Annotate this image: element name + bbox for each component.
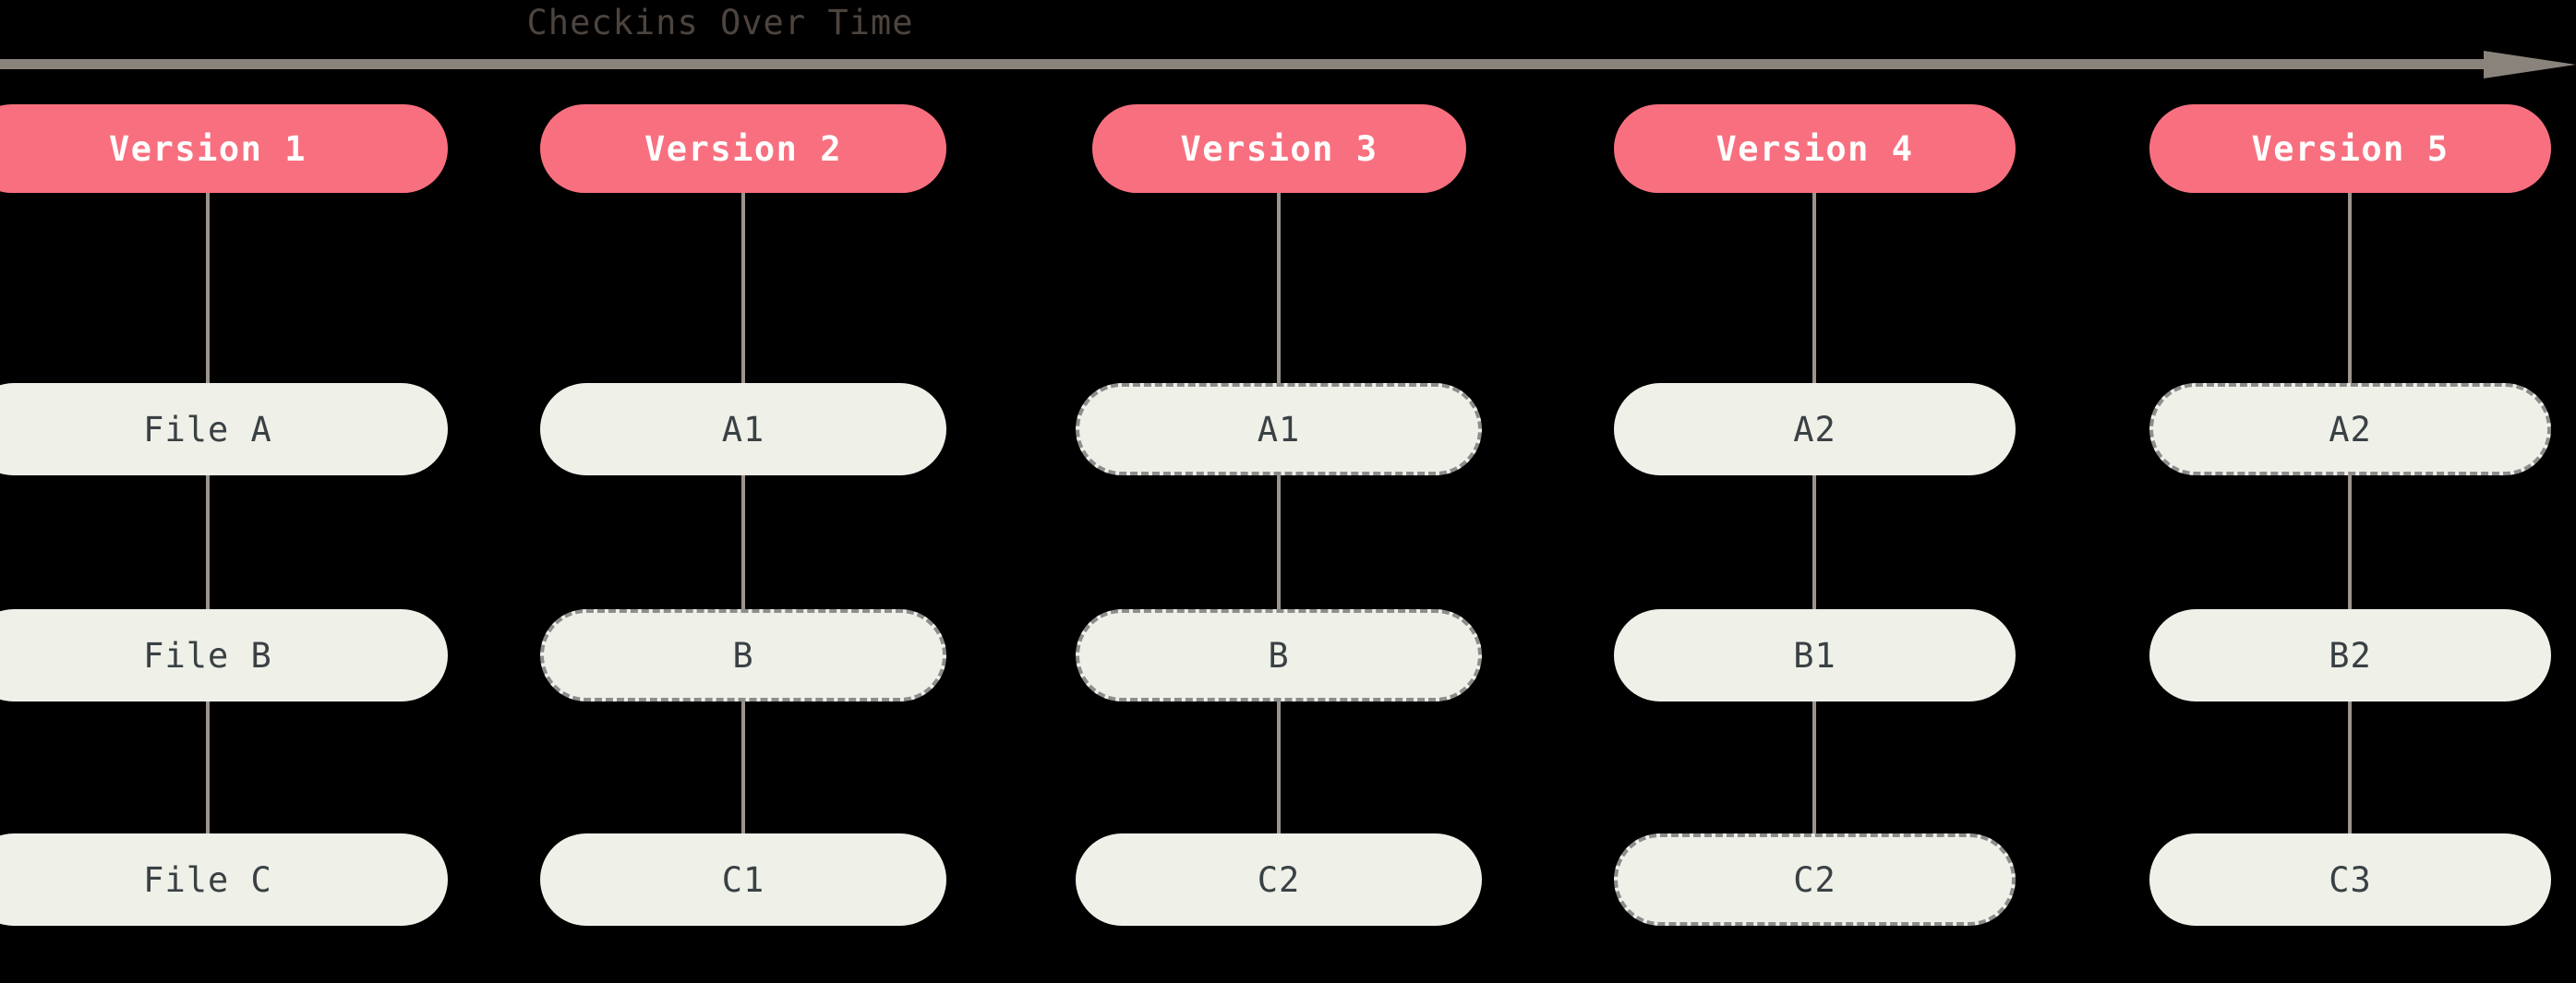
file-node[interactable]: C1 xyxy=(540,833,946,926)
timeline-arrow xyxy=(0,46,2576,83)
node-connector-line xyxy=(2348,193,2352,383)
node-connector-line xyxy=(741,701,745,833)
node-connector-line xyxy=(1277,193,1281,383)
file-node[interactable]: A1 xyxy=(540,383,946,475)
node-connector-line xyxy=(206,193,210,383)
node-connector-line xyxy=(1812,701,1816,833)
node-connector-line xyxy=(2348,475,2352,609)
node-connector-line xyxy=(1277,701,1281,833)
version-node[interactable]: Version 5 xyxy=(2149,104,2551,193)
file-node[interactable]: A2 xyxy=(1614,383,2016,475)
timeline-arrow-shaft xyxy=(0,59,2530,69)
node-connector-line xyxy=(741,475,745,609)
file-node[interactable]: B xyxy=(540,609,946,701)
node-connector-line xyxy=(1812,475,1816,609)
node-connector-line xyxy=(206,701,210,833)
file-node[interactable]: C3 xyxy=(2149,833,2551,926)
node-connector-line xyxy=(1277,475,1281,609)
file-node[interactable]: B1 xyxy=(1614,609,2016,701)
file-node[interactable]: File C xyxy=(0,833,448,926)
node-connector-line xyxy=(206,475,210,609)
version-node[interactable]: Version 2 xyxy=(540,104,946,193)
file-node[interactable]: B xyxy=(1076,609,1482,701)
file-node[interactable]: C2 xyxy=(1076,833,1482,926)
timeline-arrow-head-icon xyxy=(2484,51,2576,78)
file-node[interactable]: A2 xyxy=(2149,383,2551,475)
file-node[interactable]: A1 xyxy=(1076,383,1482,475)
page-title: Checkins Over Time xyxy=(526,3,914,42)
node-connector-line xyxy=(2348,701,2352,833)
version-node[interactable]: Version 4 xyxy=(1614,104,2016,193)
file-node[interactable]: B2 xyxy=(2149,609,2551,701)
node-connector-line xyxy=(741,193,745,383)
node-connector-line xyxy=(1812,193,1816,383)
version-node[interactable]: Version 3 xyxy=(1092,104,1466,193)
file-node[interactable]: File B xyxy=(0,609,448,701)
file-node[interactable]: File A xyxy=(0,383,448,475)
version-node[interactable]: Version 1 xyxy=(0,104,448,193)
file-node[interactable]: C2 xyxy=(1614,833,2016,926)
